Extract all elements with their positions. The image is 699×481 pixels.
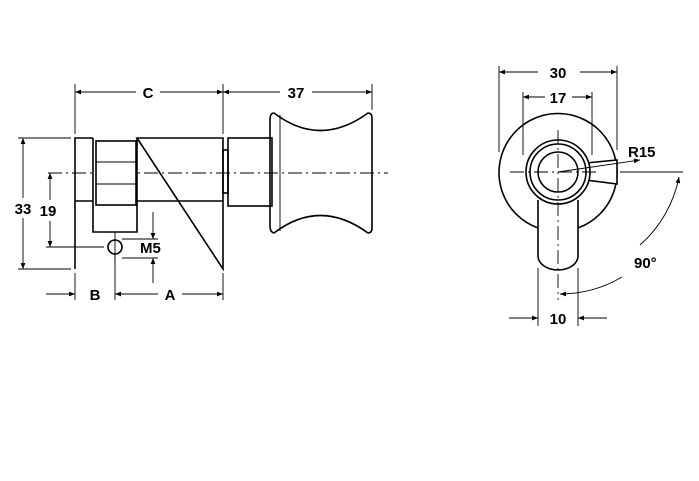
dimension-19: 19	[40, 203, 57, 220]
rose	[498, 112, 618, 229]
dimension-17: 17	[550, 90, 567, 107]
cam	[95, 140, 137, 206]
cylinder-body	[74, 137, 224, 272]
knob	[269, 112, 373, 234]
knob-neck	[227, 137, 273, 207]
dimension-10: 10	[550, 311, 567, 328]
dimension-90-degrees: 90°	[634, 255, 657, 272]
dimension-33: 33	[15, 201, 32, 218]
dimension-m5: M5	[140, 240, 161, 257]
dimension-a: A	[165, 287, 176, 304]
side-view: C 37 33 19 M5 B A	[15, 84, 388, 304]
dimension-30: 30	[550, 65, 567, 82]
dimension-b: B	[90, 287, 101, 304]
front-view: 30 17 R15 90° 10	[498, 65, 683, 328]
dimension-c: C	[143, 85, 154, 102]
dimension-37: 37	[288, 85, 305, 102]
dimension-r15: R15	[628, 144, 656, 161]
